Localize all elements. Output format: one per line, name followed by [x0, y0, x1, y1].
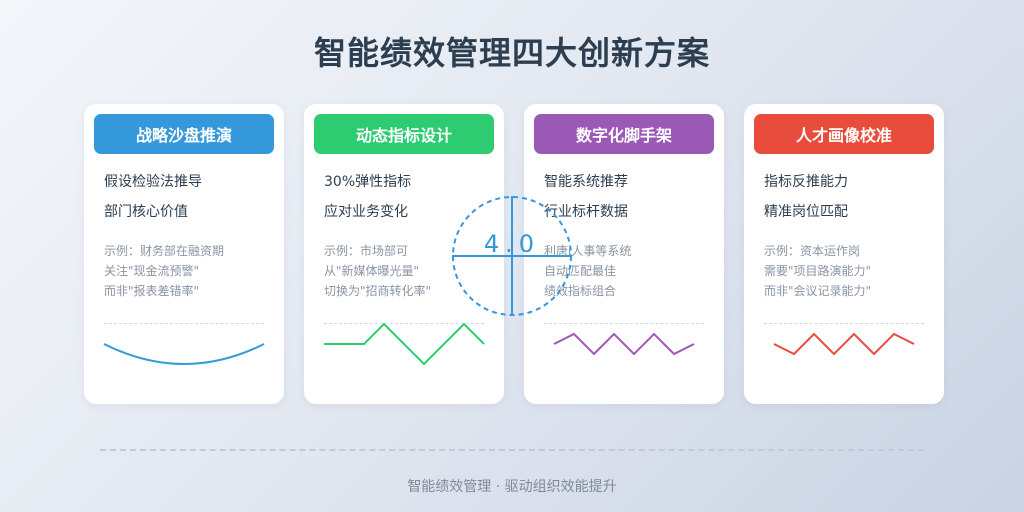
- example-line: 而非"报表差错率": [104, 284, 200, 298]
- example-line: 示例：资本运作岗: [764, 244, 861, 258]
- card-divider: [764, 323, 924, 324]
- zigzag-decoration: [553, 332, 695, 356]
- example-line: 关注"现金流预警": [104, 264, 200, 278]
- example-line: 绩效指标组合: [544, 284, 617, 298]
- card-header: 数字化脚手架: [534, 114, 714, 154]
- card-point: 智能系统推荐: [544, 174, 628, 190]
- example-line: 自动匹配最佳: [544, 264, 617, 278]
- card-talent-profile: 人才画像校准 指标反推能力 精准岗位匹配 示例：资本运作岗 需要"项目路演能力"…: [744, 104, 944, 404]
- card-example: 示例：市场部可 从"新媒体曝光量" 切换为"招商转化率": [324, 241, 431, 301]
- example-line: 示例：财务部在融资期: [104, 244, 225, 258]
- card-strategy-sandbox: 战略沙盘推演 假设检验法推导 部门核心价值 示例：财务部在融资期 关注"现金流预…: [84, 104, 284, 404]
- zigzag-decoration: [773, 332, 915, 356]
- curve-decoration: [103, 343, 265, 365]
- example-line: 示例：市场部可: [324, 244, 409, 258]
- card-point: 应对业务变化: [324, 204, 408, 220]
- example-line: 从"新媒体曝光量": [324, 264, 420, 278]
- page-title: 智能绩效管理四大创新方案: [313, 34, 710, 72]
- card-divider: [104, 323, 264, 324]
- card-point: 假设检验法推导: [104, 174, 202, 190]
- example-line: 而非"会议记录能力": [764, 284, 872, 298]
- card-point: 30%弹性指标: [324, 174, 412, 190]
- example-line: 切换为"招商转化率": [324, 284, 432, 298]
- card-dynamic-metrics: 动态指标设计 30%弹性指标 应对业务变化 示例：市场部可 从"新媒体曝光量" …: [304, 104, 504, 404]
- card-point: 精准岗位匹配: [764, 204, 848, 220]
- center-label: 4.0: [483, 230, 541, 258]
- card-point: 部门核心价值: [104, 204, 188, 220]
- footer-text: 智能绩效管理 · 驱动组织效能提升: [407, 479, 617, 495]
- card-example: 示例：资本运作岗 需要"项目路演能力" 而非"会议记录能力": [764, 241, 871, 301]
- zigzag-decoration: [324, 322, 485, 366]
- card-divider: [544, 323, 704, 324]
- card-header: 动态指标设计: [314, 114, 494, 154]
- card-example: 示例：财务部在融资期 关注"现金流预警" 而非"报表差错率": [104, 241, 224, 301]
- card-point: 指标反推能力: [764, 174, 848, 190]
- card-divider: [324, 323, 484, 324]
- card-header: 战略沙盘推演: [94, 114, 274, 154]
- bottom-divider: [100, 449, 924, 451]
- card-point: 行业标杆数据: [544, 204, 628, 220]
- card-header: 人才画像校准: [754, 114, 934, 154]
- example-line: 需要"项目路演能力": [764, 264, 872, 278]
